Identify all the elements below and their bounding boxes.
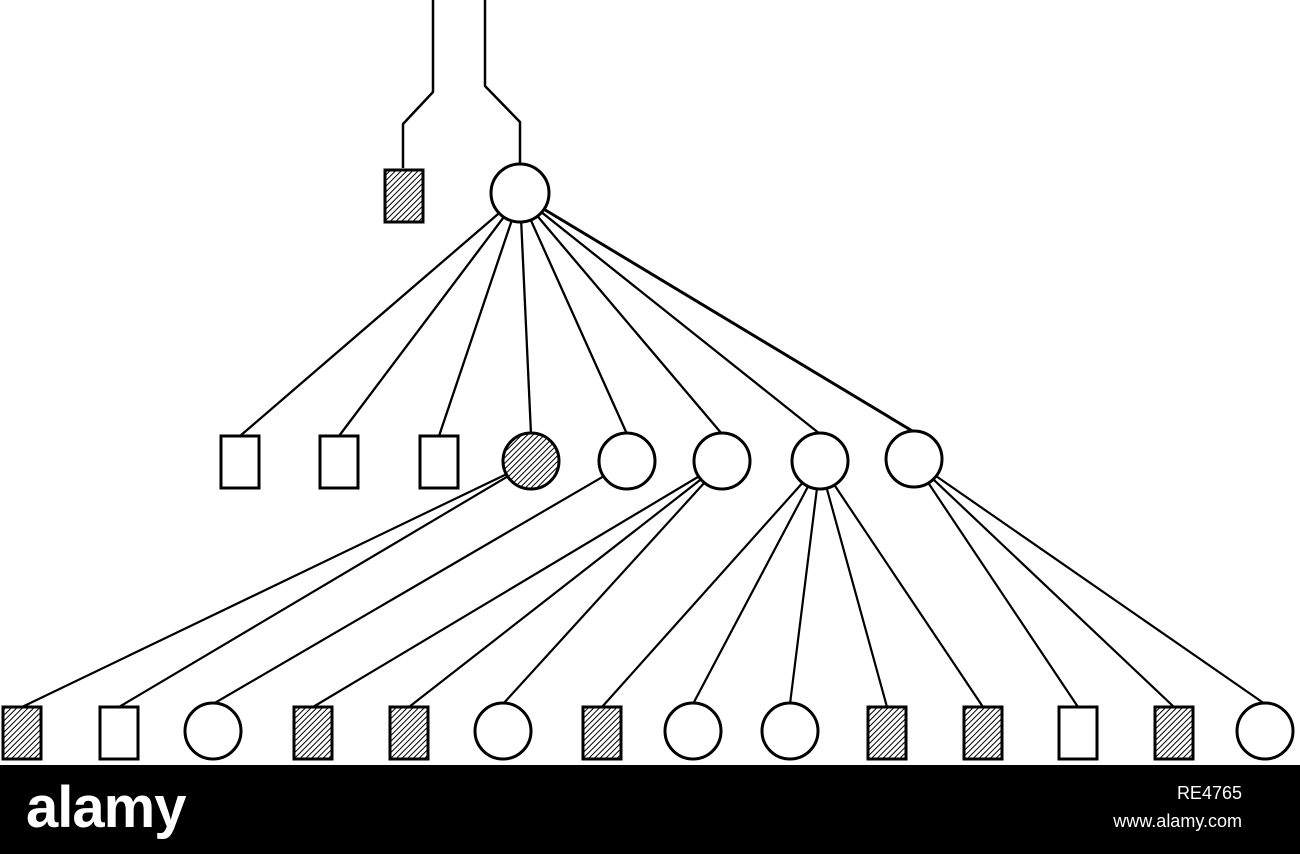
line-g2-5-to-g3-3 <box>211 475 605 706</box>
unaffected-female-g3-9 <box>760 701 820 761</box>
watermark-logo: alamy <box>26 775 186 840</box>
affected-female-g2-4 <box>501 431 561 491</box>
ancestral-line-male <box>401 0 435 168</box>
line-g2-4-to-g3-2 <box>117 475 509 709</box>
line-mother-to-g2-6 <box>536 215 724 436</box>
line-mother-to-g2-4 <box>520 220 533 436</box>
line-mother-to-g2-8 <box>542 207 916 434</box>
line-g2-8-to-g3-14 <box>935 475 1267 706</box>
line-g2-8-to-g3-13 <box>932 478 1176 709</box>
connector-lines <box>20 0 1267 709</box>
watermark-image-id: RE4765 <box>1176 783 1242 803</box>
pedigree-nodes <box>1 162 1295 761</box>
ancestral-line-female <box>483 0 522 164</box>
line-g2-4-to-g3-1 <box>20 473 508 709</box>
line-g2-8-to-g3-12 <box>927 481 1080 709</box>
unaffected-male-g2-3 <box>418 434 460 490</box>
unaffected-male-g2-1 <box>219 434 261 490</box>
line-g2-7-to-g3-11 <box>833 483 985 709</box>
unaffected-female-g3-6 <box>473 701 533 761</box>
unaffected-female-g3-8 <box>663 701 723 761</box>
line-g2-7-to-g3-7 <box>600 481 804 709</box>
pedigree-svg <box>1 0 1295 761</box>
affected-male-p-male <box>383 168 425 224</box>
line-g2-6-to-g3-4 <box>311 475 700 709</box>
line-g2-6-to-g3-6 <box>501 481 706 706</box>
line-g2-7-to-g3-9 <box>788 487 819 706</box>
line-g2-7-to-g3-8 <box>691 485 810 706</box>
unaffected-male-g2-2 <box>318 434 360 490</box>
pedigree-diagram <box>1 0 1295 761</box>
watermark-bar: alamy RE4765 www.alamy.com <box>0 765 1300 854</box>
unaffected-female-g3-3 <box>183 701 243 761</box>
unaffected-female-g2-7 <box>790 431 850 491</box>
unaffected-female-g2-6 <box>692 431 752 491</box>
line-mother-to-g2-3 <box>437 219 513 438</box>
unaffected-female-g2-8 <box>884 429 944 489</box>
affected-male-g3-1 <box>1 705 43 761</box>
unaffected-female-g2-5 <box>597 431 657 491</box>
unaffected-female-p-female <box>489 162 551 224</box>
unaffected-male-g3-12 <box>1057 705 1099 761</box>
line-mother-to-g2-1 <box>238 211 501 438</box>
line-mother-to-g2-2 <box>337 215 505 438</box>
line-mother-to-g2-5 <box>529 218 629 436</box>
affected-male-g3-10 <box>866 705 908 761</box>
affected-male-g3-11 <box>962 705 1004 761</box>
line-g2-6-to-g3-5 <box>407 478 702 709</box>
affected-male-g3-7 <box>581 705 623 761</box>
line-g2-7-to-g3-10 <box>825 487 889 709</box>
affected-male-g3-5 <box>388 705 430 761</box>
affected-male-g3-13 <box>1153 705 1195 761</box>
affected-male-g3-4 <box>292 705 334 761</box>
unaffected-male-g3-2 <box>98 705 140 761</box>
line-mother-to-g2-7 <box>540 211 822 436</box>
unaffected-female-g3-14 <box>1235 701 1295 761</box>
watermark-site: www.alamy.com <box>1113 811 1242 831</box>
